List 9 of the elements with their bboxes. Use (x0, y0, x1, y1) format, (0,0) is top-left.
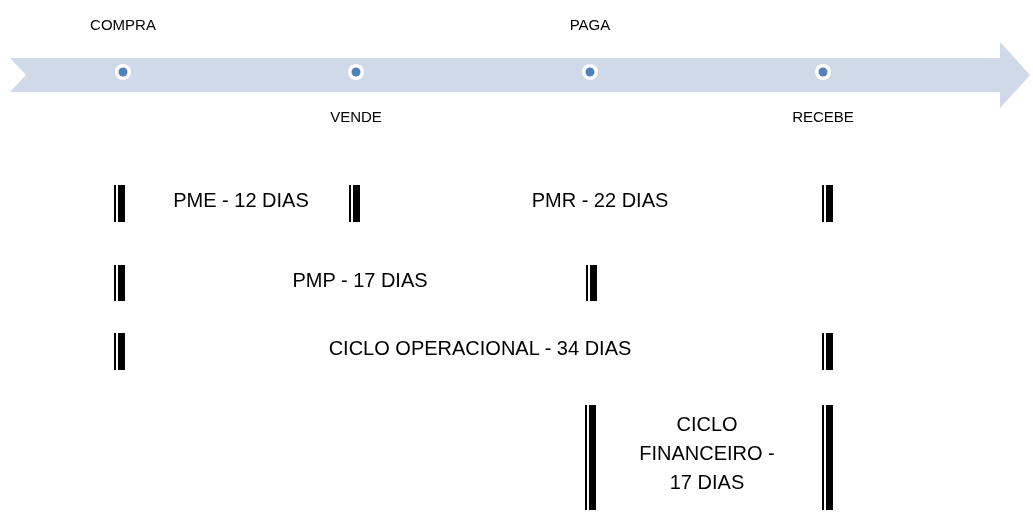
period-label: PMP - 17 DIAS (291, 269, 429, 292)
period-label: PMR - 22 DIAS (530, 189, 670, 212)
event-label: COMPRA (90, 16, 156, 33)
period-label: PME - 12 DIAS (172, 189, 310, 212)
event-label: VENDE (330, 108, 382, 125)
period-label: CICLO FINANCEIRO - 17 DIAS (638, 412, 776, 495)
period-label: CICLO OPERACIONAL - 34 DIAS (327, 337, 633, 360)
event-label: PAGA (569, 16, 611, 33)
event-label: RECEBE (792, 108, 854, 125)
